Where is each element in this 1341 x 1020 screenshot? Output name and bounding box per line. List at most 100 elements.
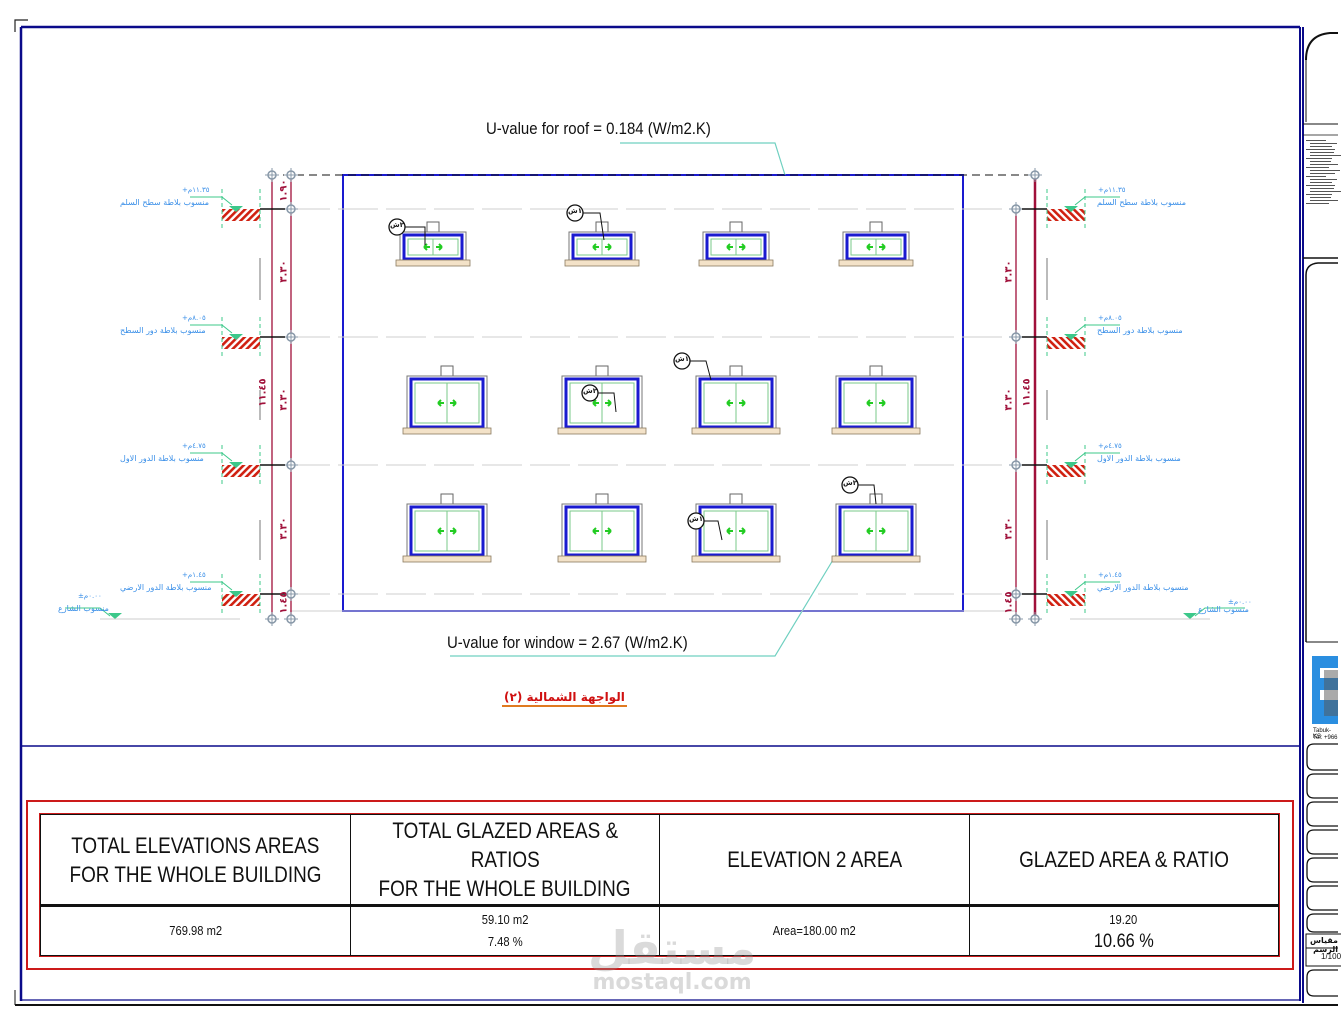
level-marker-leader [1074, 196, 1120, 206]
window [395, 221, 471, 267]
elevation-title: الواجهة الشمالية (٢) [502, 690, 627, 707]
note-line [1306, 158, 1332, 159]
slide-right-arrow-icon [739, 243, 746, 251]
window [691, 493, 781, 563]
window-sill [831, 555, 921, 563]
window [564, 221, 640, 267]
note-line [1310, 179, 1337, 180]
level-label: منسوب بلاطة سطح السلم [120, 198, 209, 207]
slide-left-arrow-icon [592, 243, 599, 251]
note-line [1306, 140, 1326, 141]
window [831, 493, 921, 563]
note-line [1310, 164, 1338, 165]
window-sash-right [875, 238, 902, 256]
window [691, 365, 781, 435]
level-label: منسوب الشارع [1198, 605, 1249, 614]
window-type-tag: ٢ش [583, 387, 597, 395]
note-line [1310, 191, 1341, 192]
level-markers [65, 168, 1245, 626]
window-tag-leader [690, 360, 712, 381]
window [402, 365, 492, 435]
window-type-tag: ١ش [689, 515, 703, 523]
slide-left-arrow-icon [866, 243, 873, 251]
slide-left-arrow-icon [726, 399, 733, 407]
window-sash-right [601, 238, 628, 256]
window-sill [564, 259, 640, 267]
sheet-frame [14, 25, 1338, 1006]
slab-section-hatch [222, 594, 260, 606]
level-value: ±٠.٠٠م [78, 592, 102, 600]
window-sill [395, 259, 471, 267]
slide-left-arrow-icon [866, 527, 873, 535]
title-block-cells [1305, 743, 1341, 997]
level-marker-leader [190, 196, 233, 206]
slide-right-arrow-icon [605, 527, 612, 535]
level-marker-leader [190, 452, 233, 462]
window-tag-leader [405, 226, 426, 245]
window-sash-left [703, 382, 737, 424]
note-line [1310, 188, 1334, 189]
window-sill [402, 555, 492, 563]
window-type-tag: ٢ش [390, 221, 404, 229]
note-line [1310, 146, 1332, 147]
header-elevation-area: ELEVATION 2 AREA [659, 814, 970, 906]
window-sill [557, 555, 647, 563]
window-type-tag: ٢ش [843, 479, 857, 487]
slab-section-hatch [222, 465, 260, 477]
level-triangle-icon [229, 206, 243, 212]
level-triangle-icon [229, 462, 243, 468]
value-elevation-area: Area=180.00 m2 [659, 905, 970, 956]
window-sill [691, 427, 781, 435]
slide-left-arrow-icon [592, 399, 599, 407]
level-label: منسوب بلاطة دور السطح [1097, 326, 1183, 335]
note-line [1306, 185, 1335, 186]
slide-left-arrow-icon [726, 527, 733, 535]
slab-section-hatch [222, 209, 260, 221]
slide-right-arrow-icon [879, 243, 886, 251]
slab-section-hatch [222, 337, 260, 349]
title-block-cell [1306, 743, 1338, 771]
window-tag-leader [598, 392, 617, 413]
window [402, 493, 492, 563]
note-line [1310, 143, 1337, 144]
slab-section-hatch [1047, 337, 1085, 349]
level-triangle-icon [1064, 591, 1078, 597]
note-line [1310, 197, 1331, 198]
slide-right-arrow-icon [739, 399, 746, 407]
note-line [1306, 194, 1332, 195]
title-block-cell [1306, 801, 1338, 827]
window [557, 493, 647, 563]
street-level-leader [65, 607, 111, 617]
window-tag-leader [858, 484, 877, 505]
slab-section-hatch [1047, 594, 1085, 606]
title-block-cell [1306, 885, 1338, 911]
level-triangle-icon [229, 591, 243, 597]
slide-left-arrow-icon [726, 243, 733, 251]
corner-mark [14, 19, 28, 32]
general-notes [1306, 138, 1341, 256]
level-value: +١.٤٥م [182, 571, 206, 579]
level-label: منسوب بلاطة الدور الاول [120, 454, 204, 463]
roof-u-value-label: U-value for roof = 0.184 (W/m2.K) [486, 119, 711, 138]
note-line [1306, 203, 1329, 204]
level-marker-leader [1074, 581, 1120, 591]
scale-cell [1305, 933, 1341, 967]
street-level-triangle-icon [1183, 613, 1197, 619]
window-sill [691, 555, 781, 563]
level-value: +١١.٣٥م [182, 186, 210, 194]
street-level-triangle-icon [108, 613, 122, 619]
level-value: +٨.٠٥م [182, 314, 206, 322]
window [557, 365, 647, 435]
title-block-cell [1306, 913, 1338, 933]
slide-left-arrow-icon [592, 527, 599, 535]
level-label: منسوب بلاطة الدور الارضي [120, 583, 212, 592]
slide-left-arrow-icon [866, 399, 873, 407]
level-value: +١.٤٥م [1098, 571, 1122, 579]
note-line [1310, 182, 1332, 183]
company-address: Tabuk-KS [1313, 728, 1332, 740]
